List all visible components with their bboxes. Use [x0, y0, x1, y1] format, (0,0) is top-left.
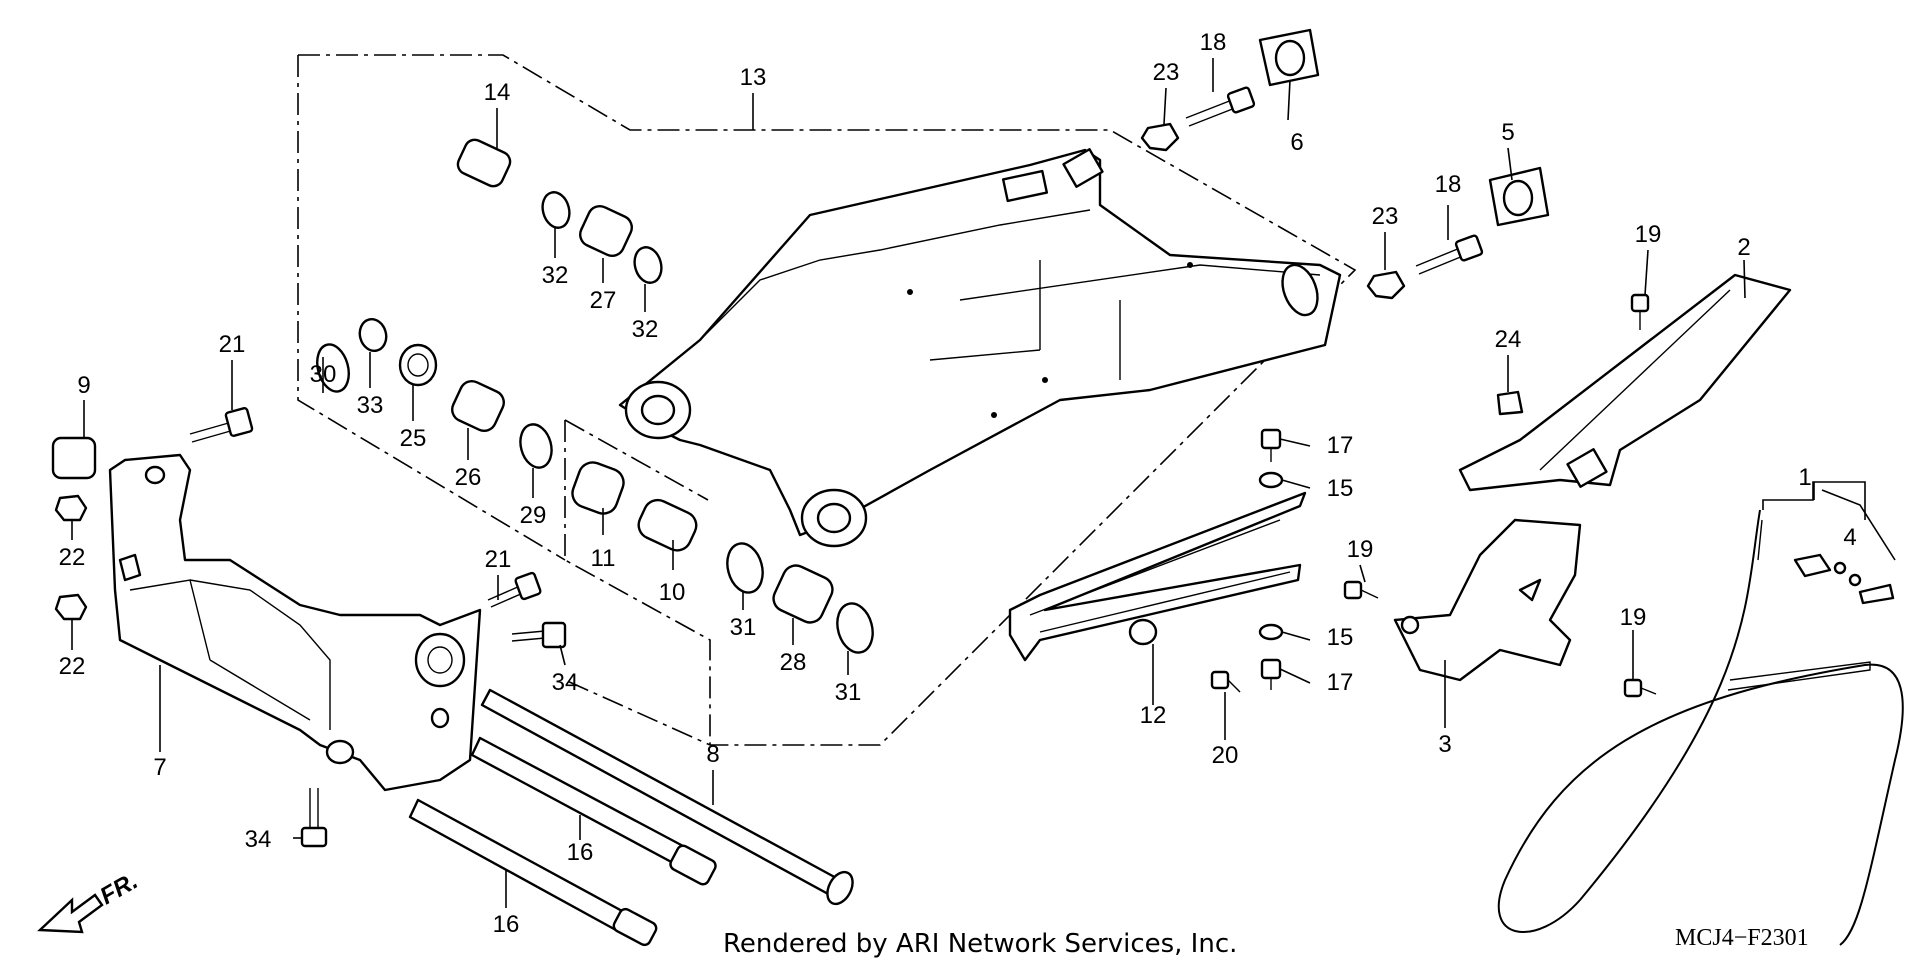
callout-7: 7 [153, 754, 166, 781]
nuts-23 [1140, 122, 1406, 300]
callout-32b: 32 [632, 316, 659, 343]
guard-bracket-3 [1393, 518, 1582, 682]
bolt-20 [1210, 670, 1241, 693]
callout-15a: 15 [1327, 475, 1354, 502]
callout-19c: 19 [1620, 604, 1647, 631]
nuts-22 [54, 494, 88, 621]
bolt-34-upper [511, 621, 567, 649]
callout-5: 5 [1501, 119, 1514, 146]
assembly-boundary [297, 54, 1357, 746]
callout-27: 27 [590, 287, 617, 314]
callout-2: 2 [1737, 234, 1750, 261]
callout-32a: 32 [542, 262, 569, 289]
swingarm [618, 148, 1342, 548]
callout-1: 1 [1798, 464, 1811, 491]
arrow-left-icon [37, 893, 104, 934]
callout-15b: 15 [1327, 624, 1354, 651]
callout-8: 8 [706, 741, 719, 768]
bolts-18 [1185, 86, 1484, 275]
front-direction-arrow: FR. [37, 867, 142, 934]
pivot-shaft-16-upper [470, 736, 717, 886]
callout-22a: 22 [59, 544, 86, 571]
pivot-plate [108, 453, 482, 792]
chain-guard-2 [1458, 273, 1792, 492]
adjuster-plate-5 [1488, 166, 1550, 227]
callout-21a: 21 [219, 331, 246, 358]
chain-slider-12 [1008, 491, 1307, 662]
callout-16b: 16 [493, 911, 520, 938]
collars-10-11 [571, 461, 698, 552]
callout-31b: 31 [835, 679, 862, 706]
seals-bearings-lower [726, 542, 874, 654]
washers-15 [1258, 471, 1284, 641]
diagram-code: MCJ4−F2301 [1675, 925, 1809, 951]
callout-17a: 17 [1327, 432, 1354, 459]
callout-4: 4 [1843, 524, 1856, 551]
callout-23b: 23 [1372, 203, 1399, 230]
callout-30: 30 [310, 361, 337, 388]
seals-bearings-left [316, 317, 553, 469]
callout-29: 29 [520, 502, 547, 529]
master-link-kit [1793, 553, 1895, 605]
bolt-21-upper [189, 407, 254, 443]
callout-9: 9 [77, 372, 90, 399]
callout-31a: 31 [730, 614, 757, 641]
adjuster-plate-6 [1258, 28, 1320, 87]
pivot-shaft-16-lower [408, 798, 658, 947]
seals-bearings-upper [541, 191, 663, 284]
callout-34a: 34 [552, 669, 579, 696]
pivot-shaft-8 [480, 688, 854, 906]
callout-34b: 34 [245, 826, 272, 853]
callout-3: 3 [1438, 731, 1451, 758]
callout-18b: 18 [1435, 171, 1462, 198]
callout-6: 6 [1290, 129, 1303, 156]
drive-chain [1497, 509, 1904, 946]
callout-20: 20 [1212, 742, 1239, 769]
callout-26: 26 [455, 464, 482, 491]
rubber-mount-9 [51, 436, 97, 480]
bolt-34-lower [300, 788, 328, 848]
render-credit: Rendered by ARI Network Services, Inc. [723, 929, 1237, 959]
pivot-collar-14 [456, 138, 512, 188]
callout-18a: 18 [1200, 29, 1227, 56]
clip-24 [1496, 390, 1524, 416]
callout-21b: 21 [485, 546, 512, 573]
callout-28: 28 [780, 649, 807, 676]
bolt-21-lower [487, 571, 542, 608]
callout-33: 33 [357, 392, 384, 419]
bolts-17 [1260, 428, 1282, 690]
callout-13: 13 [740, 64, 767, 91]
leader-lines [71, 58, 1896, 908]
callout-11: 11 [591, 545, 616, 572]
callout-22b: 22 [59, 653, 86, 680]
callout-19b: 19 [1347, 536, 1374, 563]
callout-19a: 19 [1635, 221, 1662, 248]
callout-23a: 23 [1153, 59, 1180, 86]
callout-24: 24 [1495, 326, 1522, 353]
callout-25: 25 [400, 425, 427, 452]
callout-16a: 16 [567, 839, 594, 866]
callout-10: 10 [659, 579, 686, 606]
callout-14: 14 [484, 79, 511, 106]
callout-17b: 17 [1327, 669, 1354, 696]
callout-12: 12 [1140, 702, 1167, 729]
callouts: 1 2 3 4 5 6 7 8 9 10 11 12 13 14 15 15 1… [59, 29, 1857, 938]
